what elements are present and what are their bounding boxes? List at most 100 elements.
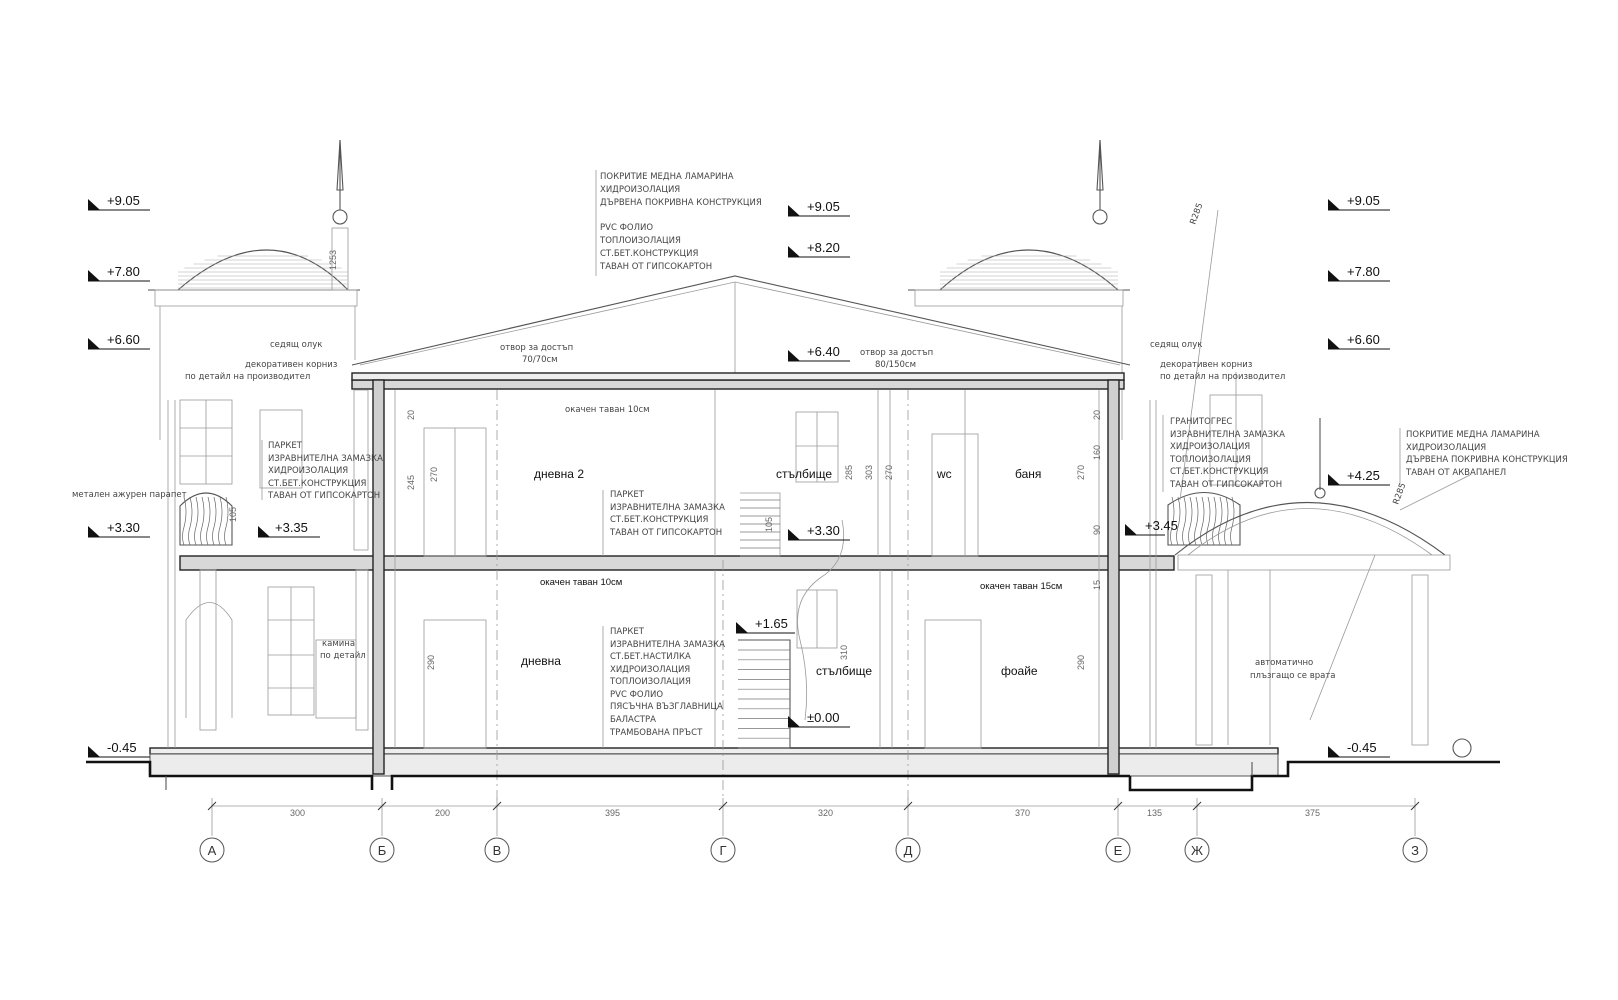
layer-fg-4: ТОПЛОИЗОЛАЦИЯ xyxy=(609,677,691,687)
note-seat-right: седящ олук xyxy=(1150,340,1202,350)
note-railing-left: метален ажурен парапет xyxy=(72,490,187,500)
slabs xyxy=(149,372,1279,777)
note-chimney-2: по детайл xyxy=(320,651,366,661)
main-roof xyxy=(351,275,1131,380)
layers-roof-main: ПОКРИТИЕ МЕДНА ЛАМАРИНА ХИДРОИЗОЛАЦИЯ ДЪ… xyxy=(595,170,762,276)
room-living2: дневна 2 xyxy=(534,467,584,481)
vdim-10: 270 xyxy=(1076,465,1086,480)
layers-floor-upper-center: ПАРКЕТ ИЗРАВНИТЕЛНА ЗАМАЗКА СТ.БЕТ.КОНСТ… xyxy=(602,490,725,556)
vdim-4: 285 xyxy=(844,465,854,480)
hdim-4: 320 xyxy=(818,808,833,818)
hdim-5: 370 xyxy=(1015,808,1030,818)
layer-ful-4: ТАВАН ОТ ГИПСОКАРТОН xyxy=(267,491,380,501)
vdim-3: 20 xyxy=(406,410,416,420)
vdim-1: 245 xyxy=(406,475,416,490)
level-right-425: +4.25 xyxy=(1347,468,1380,483)
room-living: дневна xyxy=(521,654,561,668)
layer-fg-1: ИЗРАВНИТЕЛНА ЗАМАЗКА xyxy=(610,640,725,650)
note-hatch-2a: отвор за достъп xyxy=(860,348,933,358)
right-facade xyxy=(1149,209,1472,758)
level-labels: +9.05 +7.80 +6.60 +3.30 -0.45 +3.35 +9.0… xyxy=(107,193,1380,755)
level-center-905: +9.05 xyxy=(807,199,840,214)
level-left-780: +7.80 xyxy=(107,264,140,279)
layer-roof-2: ДЪРВЕНА ПОКРИВНА КОНСТРУКЦИЯ xyxy=(600,198,762,208)
level-balcony: +3.35 xyxy=(275,520,308,535)
axis-bubble xyxy=(484,837,510,863)
dimension-tick xyxy=(1410,801,1420,811)
level-left-905: +9.05 xyxy=(107,193,140,208)
level-left-660: +6.60 xyxy=(107,332,140,347)
dimension-tick xyxy=(377,801,387,811)
annotation-notes: седящ олук декоративен корниз по детайл … xyxy=(72,202,1408,681)
room-wc: wc xyxy=(936,467,952,481)
vdim-14: 20 xyxy=(1092,410,1102,420)
room-stair-upper: стълбище xyxy=(776,467,832,481)
level-right-660: +6.60 xyxy=(1347,332,1380,347)
note-radius-1: R285 xyxy=(1188,202,1205,226)
axis-label: Е xyxy=(1114,843,1123,858)
vdim-5: 303 xyxy=(864,465,874,480)
note-gate-1: автоматично xyxy=(1255,658,1313,668)
layer-roof-4: ТОПЛОИЗОЛАЦИЯ xyxy=(599,236,681,246)
vdim-12: 290 xyxy=(1076,655,1086,670)
axis-label: Ж xyxy=(1191,843,1203,858)
layer-fuc-3: ТАВАН ОТ ГИПСОКАРТОН xyxy=(609,528,722,538)
level-right-905: +9.05 xyxy=(1347,193,1380,208)
note-hatch-1a: отвор за достъп xyxy=(500,343,573,353)
vertical-dimensions: 245 270 20 285 303 270 160 90 105 270 29… xyxy=(228,250,1102,670)
layer-br-5: ТАВАН ОТ ГИПСОКАРТОН xyxy=(1169,480,1282,490)
layer-ful-3: СТ.БЕТ.КОНСТРУКЦИЯ xyxy=(268,479,366,489)
dimension-tick xyxy=(1192,801,1202,811)
dimension-tick xyxy=(207,801,217,811)
vdim-8: 90 xyxy=(1092,525,1102,535)
level-center-820: +8.20 xyxy=(807,240,840,255)
room-bath: баня xyxy=(1015,467,1041,481)
layer-cr-0: ПОКРИТИЕ МЕДНА ЛАМАРИНА xyxy=(1406,430,1540,440)
left-facade xyxy=(167,389,369,748)
layer-fg-8: ТРАМБОВАНА ПРЪСТ xyxy=(609,728,703,738)
vdim-7: 160 xyxy=(1092,445,1102,460)
layer-br-1: ИЗРАВНИТЕЛНА ЗАМАЗКА xyxy=(1170,430,1285,440)
note-cornice-left-1: декоративен корниз xyxy=(245,360,338,370)
axis-label: Б xyxy=(378,843,387,858)
hdim-7: 375 xyxy=(1305,808,1320,818)
vdim-16: 105 xyxy=(764,517,774,532)
vdim-11: 290 xyxy=(426,655,436,670)
vdim-15: 15 xyxy=(1092,580,1102,590)
layer-fg-0: ПАРКЕТ xyxy=(610,627,645,637)
room-foyer: фоайе xyxy=(1001,664,1038,678)
layer-fuc-2: СТ.БЕТ.КОНСТРУКЦИЯ xyxy=(610,515,708,525)
layer-br-3: ТОПЛОИЗОЛАЦИЯ xyxy=(1169,455,1251,465)
note-cornice-left-2: по детайл на производител xyxy=(185,372,310,382)
ceiling-notes: окачен таван 10см окачен таван 15см окач… xyxy=(540,405,1062,592)
ground-line xyxy=(86,760,1500,792)
layer-roof-1: ХИДРОИЗОЛАЦИЯ xyxy=(600,185,680,195)
level-left-045: -0.45 xyxy=(107,740,137,755)
layer-br-0: ГРАНИТОГРЕС xyxy=(1170,417,1232,427)
note-hatch-2b: 80/150см xyxy=(875,360,916,370)
axis-bubble xyxy=(1184,837,1210,863)
vdim-13: 310 xyxy=(839,645,849,660)
axis-bubble xyxy=(710,837,736,863)
layer-br-4: СТ.БЕТ.КОНСТРУКЦИЯ xyxy=(1170,467,1268,477)
layer-cr-1: ХИДРОИЗОЛАЦИЯ xyxy=(1406,443,1486,453)
layer-roof-5: СТ.БЕТ.КОНСТРУКЦИЯ xyxy=(600,249,698,259)
level-right-780: +7.80 xyxy=(1347,264,1380,279)
dimension-tick xyxy=(1113,801,1123,811)
hdim-1: 300 xyxy=(290,808,305,818)
layer-roof-0: ПОКРИТИЕ МЕДНА ЛАМАРИНА xyxy=(600,172,734,182)
layers-balcony-right: ГРАНИТОГРЕС ИЗРАВНИТЕЛНА ЗАМАЗКА ХИДРОИЗ… xyxy=(1162,415,1285,492)
note-radius-2: R285 xyxy=(1391,482,1408,506)
layer-fg-3: ХИДРОИЗОЛАЦИЯ xyxy=(610,665,690,675)
layer-fuc-0: ПАРКЕТ xyxy=(610,490,645,500)
layers-canopy-roof: ПОКРИТИЕ МЕДНА ЛАМАРИНА ХИДРОИЗОЛАЦИЯ ДЪ… xyxy=(1399,428,1568,485)
ceiling-note-left: окачен таван 10см xyxy=(540,577,622,588)
level-center-640: +6.40 xyxy=(807,344,840,359)
layers-floor-upper-left: ПАРКЕТ ИЗРАВНИТЕЛНА ЗАМАЗКА ХИДРОИЗОЛАЦИ… xyxy=(261,440,383,501)
right-dome xyxy=(908,139,1130,440)
axis-label: Д xyxy=(904,843,913,858)
ceiling-note-right: окачен таван 15см xyxy=(980,581,1062,592)
layer-fuc-1: ИЗРАВНИТЕЛНА ЗАМАЗКА xyxy=(610,503,725,513)
layer-roof-3: РVС ФОЛИО xyxy=(600,223,653,233)
